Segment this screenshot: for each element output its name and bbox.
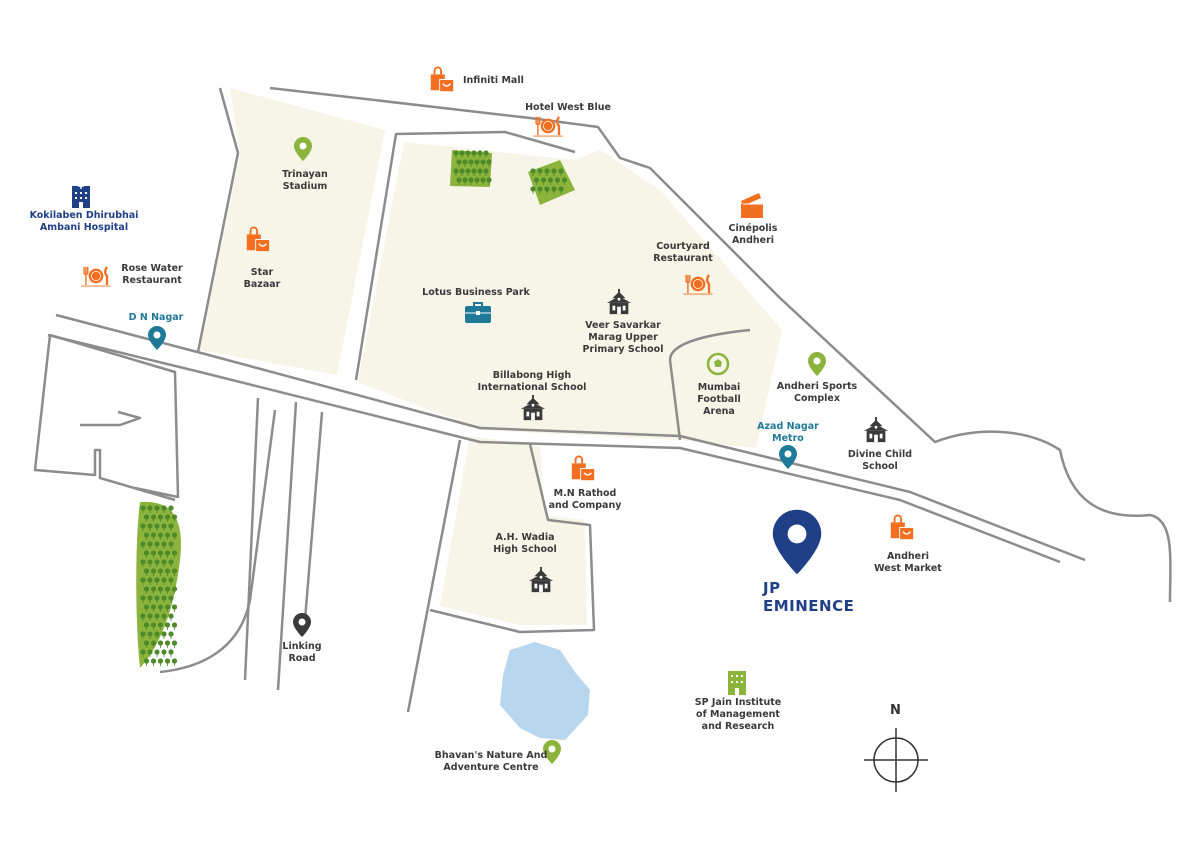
tree-icon (154, 649, 160, 657)
tree-icon (157, 658, 164, 666)
shopping-bag-icon[interactable] (569, 455, 597, 483)
location-pin-icon[interactable] (292, 612, 312, 638)
metro-pin-icon[interactable] (147, 325, 167, 351)
tree-icon (164, 622, 171, 630)
school-icon[interactable] (527, 566, 555, 594)
tree-icon (150, 658, 157, 666)
briefcase-icon[interactable] (464, 302, 492, 324)
roads (33, 86, 1172, 713)
metro-pin-icon[interactable] (778, 444, 798, 470)
clapperboard-icon[interactable] (739, 191, 765, 219)
tree-icon (168, 649, 174, 657)
compass-icon (864, 728, 928, 792)
shopping-bag-icon[interactable] (244, 226, 272, 254)
hospital-icon[interactable] (69, 182, 93, 208)
tree-icon (143, 658, 150, 666)
tree-icon (168, 613, 174, 621)
poi-label-infiniti-mall: Infiniti Mall (463, 75, 524, 86)
poi-label-lotus-business-park: Lotus Business Park (422, 287, 530, 298)
restaurant-icon[interactable] (532, 115, 564, 137)
tree-icon (171, 658, 178, 666)
tree-icon (171, 640, 178, 648)
poi-label-hotel-west-blue: Hotel West Blue (525, 102, 611, 113)
tree-icon (164, 658, 171, 666)
football-icon[interactable] (706, 352, 730, 376)
lake (500, 642, 590, 740)
location-pin-icon[interactable] (293, 136, 313, 162)
tree-icon (161, 631, 167, 639)
project-pin-icon[interactable] (770, 507, 824, 577)
shopping-bag-icon[interactable] (428, 66, 456, 94)
tree-icon (161, 649, 167, 657)
tree-icon (171, 622, 178, 630)
restaurant-icon[interactable] (682, 273, 714, 295)
tree-icon (157, 640, 164, 648)
shopping-bag-icon[interactable] (888, 514, 916, 542)
land-blocks (200, 88, 782, 625)
tree-icon (164, 640, 171, 648)
school-icon[interactable] (862, 416, 890, 444)
restaurant-icon[interactable] (80, 265, 112, 287)
location-pin-icon[interactable] (807, 351, 827, 377)
poi-label-dn-nagar: D N Nagar (128, 312, 184, 323)
tree-icon (168, 631, 174, 639)
building-icon[interactable] (725, 669, 749, 695)
school-icon[interactable] (605, 288, 633, 316)
compass-north-label: N (890, 703, 901, 718)
tree-icon (171, 604, 178, 612)
school-icon[interactable] (519, 394, 547, 422)
